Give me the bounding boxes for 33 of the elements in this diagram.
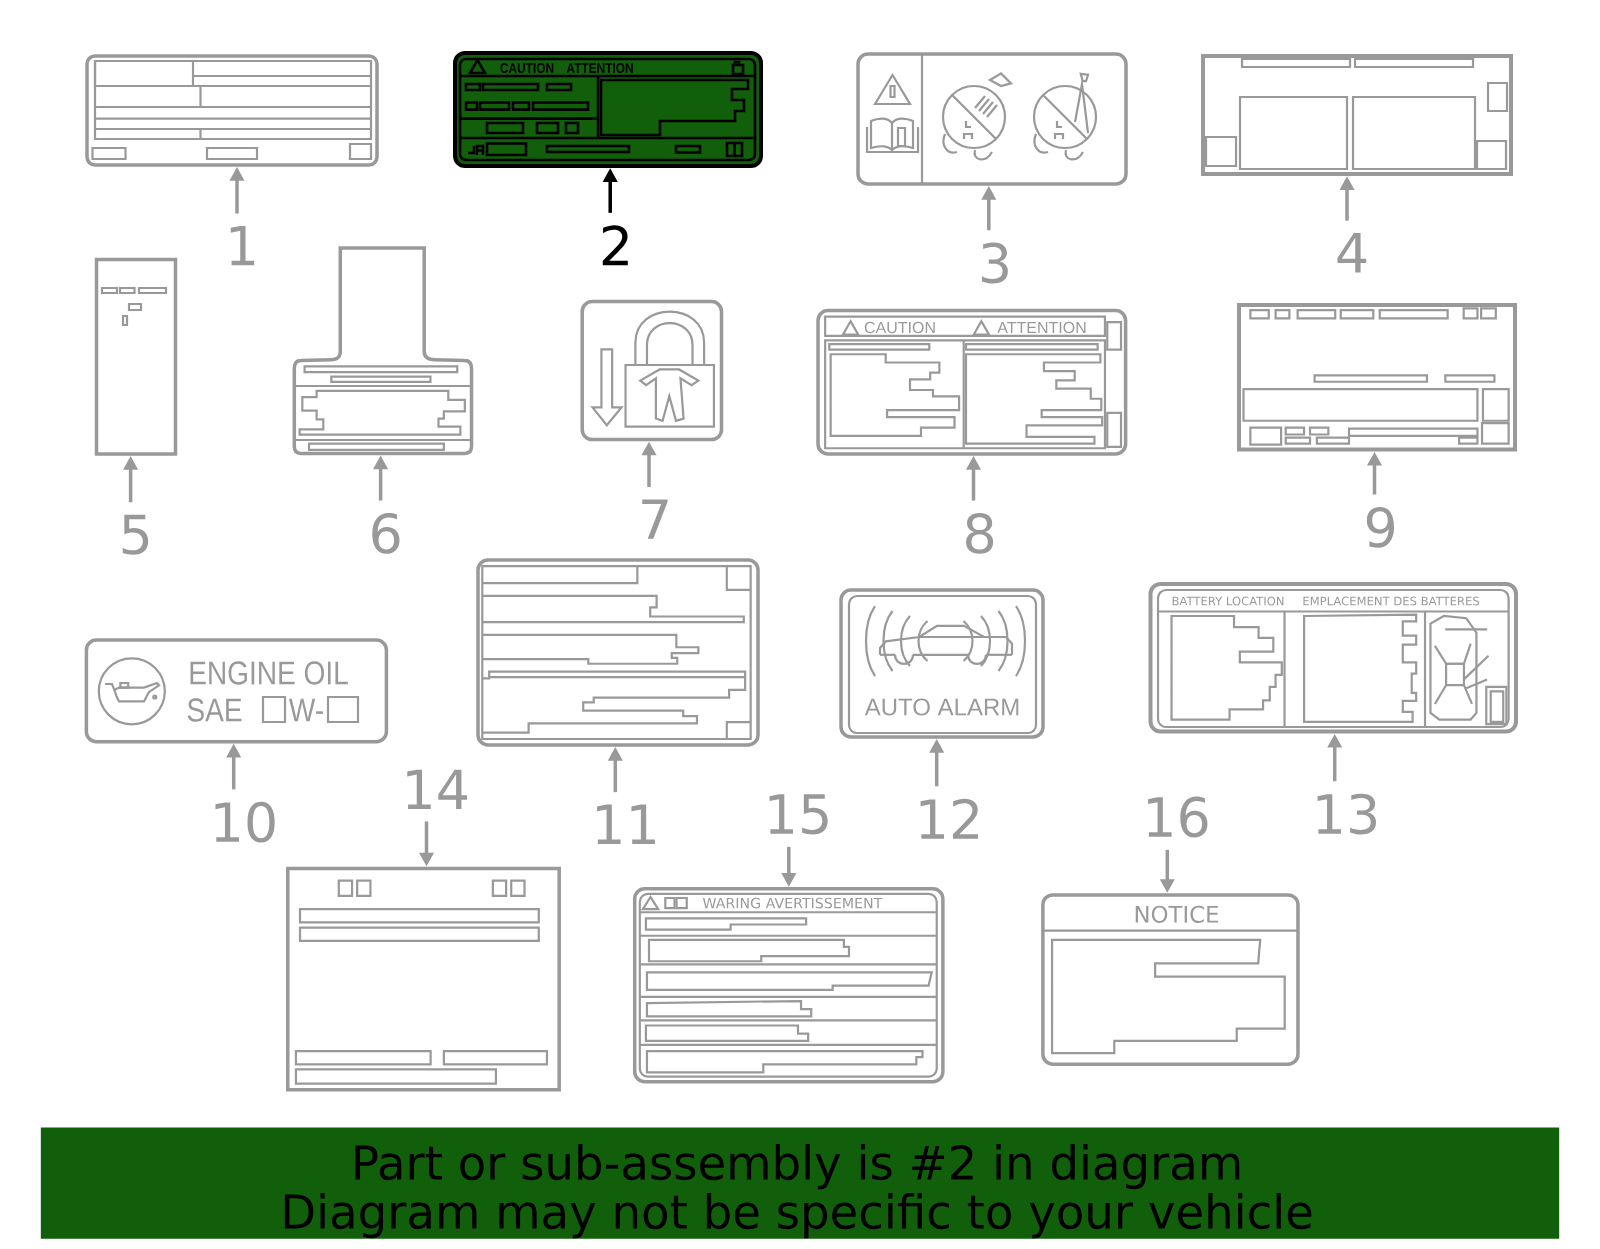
label-sticker: BATTERY LOCATION EMPLACEMENT DES BATTERES [1148,582,1518,734]
callout-number: 10 [215,801,275,843]
callout-number: 7 [642,499,668,539]
node-label: CAUTION [864,321,935,334]
callout-number: 9 [1366,506,1394,548]
callout-number: 16 [1148,796,1208,838]
callout-number: 15 [769,794,828,835]
label-sticker [1201,54,1513,176]
label-sticker [292,246,474,456]
label-sticker: NOTICE [1041,893,1300,1067]
label-sticker [1237,303,1517,452]
node-label: ATTENTION [997,321,1086,334]
callout-number: 14 [407,769,468,809]
label-sticker: WARING AVERTISSEMENT [632,887,945,1084]
label-sticker: CAUTION ATTENTION [453,51,763,168]
label-sticker [85,54,379,167]
banner: Part or sub-assembly is #2 in diagram Diagram may not be specific to your vehicle [40,1127,1560,1239]
callout-number: 11 [597,804,655,844]
label-sticker: ENGINE OIL SAE W- [84,638,389,744]
callout-number: 2 [602,225,628,266]
label-sticker [94,257,178,456]
label-sticker: AUTO ALARM [839,588,1045,739]
label-sticker: CAUTION ATTENTION [816,308,1128,456]
label-sticker [286,866,561,1092]
callout-number: 4 [1337,233,1367,273]
label-sticker [476,558,760,747]
callout-number: 5 [122,514,149,555]
callout-number: 1 [230,225,255,266]
callout-number: 13 [1317,793,1377,835]
callout-number: 8 [966,512,994,554]
callout-number: 3 [981,242,1008,284]
callout-number: 12 [920,798,978,839]
callout-number: 6 [372,512,400,554]
